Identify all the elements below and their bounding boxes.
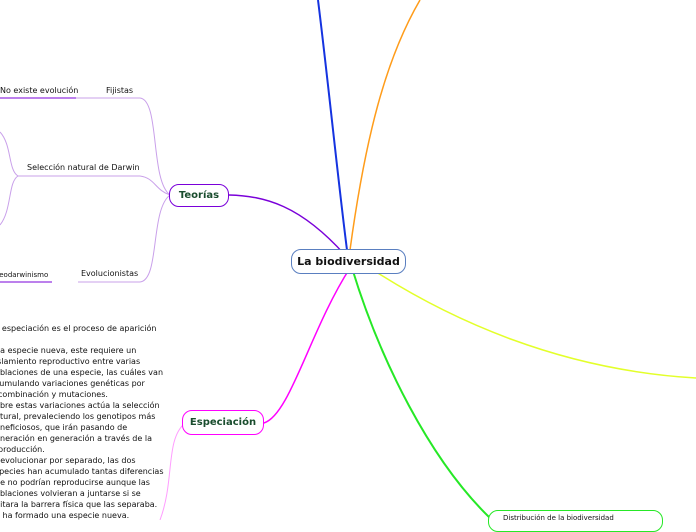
link-central-green xyxy=(351,267,491,519)
link-central-yellow xyxy=(369,267,696,379)
para-line: recombinación y mutaciones. xyxy=(0,390,108,399)
especiacion-node[interactable]: Especiación xyxy=(182,410,264,435)
especiacion-paragraph[interactable]: La especiación es el proceso de aparició… xyxy=(0,323,165,521)
distribucion-node-label: Distribución de la biodiversidad xyxy=(503,514,614,522)
para-line: poblaciones de una especie, las cuáles v… xyxy=(0,368,164,377)
para-line: quitara la barrera física que las separa… xyxy=(0,500,158,509)
para-line: La especiación es el proceso de aparició… xyxy=(0,324,157,333)
label-seleccion-natural[interactable]: Selección natural de Darwin xyxy=(27,163,140,172)
para-line: aislamiento reproductivo entre varias xyxy=(0,357,141,366)
teorias-node[interactable]: Teorías xyxy=(169,184,229,207)
para-line: Se ha formado una especie nueva. xyxy=(0,511,130,520)
mind-map-connectors xyxy=(0,0,696,520)
para-line: generación en generación a través de la xyxy=(0,434,152,443)
link-teorias-evolucionistas xyxy=(139,194,171,283)
link-teorias-darwin xyxy=(139,175,171,196)
para-line: acumulando variaciones genéticas por xyxy=(0,379,145,388)
para-line: reproducción. xyxy=(0,445,45,454)
label-evolucionistas[interactable]: Evolucionistas xyxy=(81,269,139,278)
label-fijistas[interactable]: Fijistas xyxy=(106,86,134,95)
para-line: una especie nueva, este requiere un xyxy=(0,346,137,355)
link-especiacion-paragraph xyxy=(159,422,186,520)
link-darwin-upper xyxy=(0,131,19,177)
label-no-existe-evolucion[interactable]: No existe evolución xyxy=(0,86,79,95)
para-line: Al evolucionar por separado, las dos xyxy=(0,456,136,465)
link-central-orange xyxy=(349,0,421,251)
teorias-node-label: Teorías xyxy=(178,190,220,201)
link-central-teorias xyxy=(228,194,346,256)
link-teorias-fijistas xyxy=(139,97,171,196)
para-line: poblaciones volvieran a juntarse si se xyxy=(0,489,141,498)
central-node-label: La biodiversidad xyxy=(297,255,400,268)
para-line: que no podrían reproducirse aunque las xyxy=(0,478,150,487)
especiacion-node-label: Especiación xyxy=(189,417,257,428)
distribucion-node[interactable]: Distribución de la biodiversidad xyxy=(488,510,663,532)
link-central-blue xyxy=(317,0,348,251)
link-darwin-lower xyxy=(0,175,19,226)
para-line: Sobre estas variaciones actúa la selecci… xyxy=(0,401,160,410)
link-central-especiacion xyxy=(263,267,351,424)
central-node[interactable]: La biodiversidad xyxy=(291,249,406,274)
label-neodarwinismo[interactable]: Neodarwinismo xyxy=(0,271,49,279)
para-line: especies han acumulado tantas diferencia… xyxy=(0,467,164,476)
para-line: beneficiosos, que irán pasando de xyxy=(0,423,128,432)
para-line: natural, prevaleciendo los genotipos más xyxy=(0,412,156,421)
